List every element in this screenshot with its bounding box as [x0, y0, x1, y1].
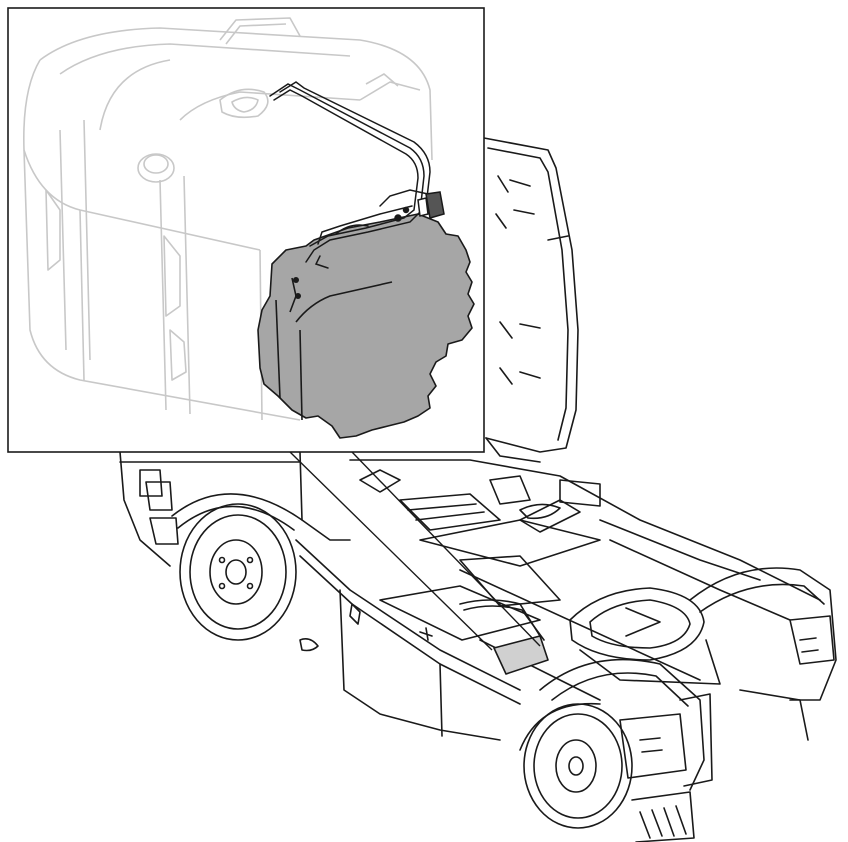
tilted-cab-panel	[483, 137, 579, 463]
rear-fenders	[539, 567, 837, 791]
front-wheel	[171, 493, 303, 641]
rear-wheel	[519, 702, 633, 829]
chassis-side	[295, 539, 521, 741]
highlighted-module	[257, 213, 475, 439]
detail-inset	[7, 7, 485, 453]
connector-block	[394, 191, 445, 222]
faint-fuel-tank	[23, 17, 433, 421]
fifth-wheel	[569, 587, 721, 685]
zoom-leader-lines	[289, 451, 541, 651]
rear-mudflap	[631, 791, 695, 842]
chassis-highlighted-module	[459, 599, 549, 675]
cab-body	[119, 451, 351, 567]
module-pipes	[269, 81, 431, 269]
truck-chassis-drawing	[119, 137, 837, 842]
